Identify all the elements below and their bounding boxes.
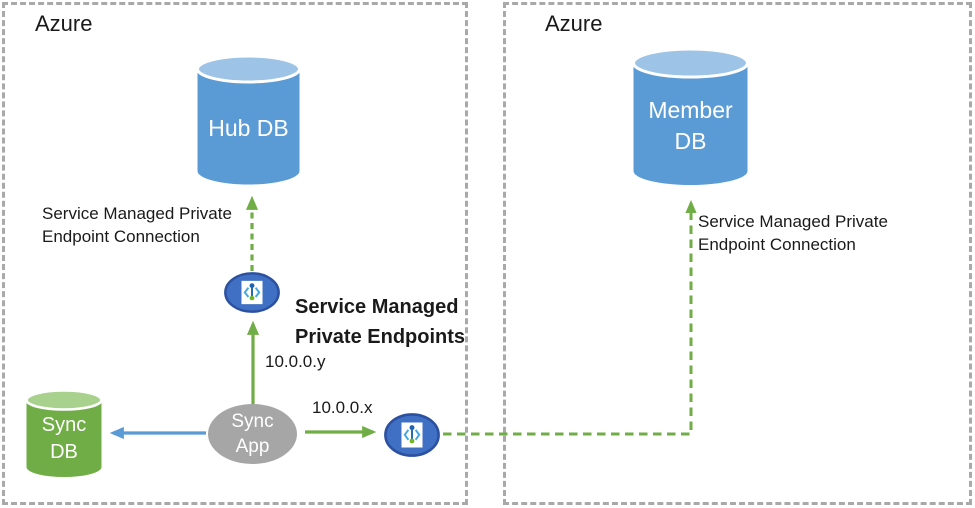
sync-db-cylinder: Sync DB xyxy=(25,389,103,478)
azure-label-right: Azure xyxy=(545,11,603,36)
sync-app-node: Sync App xyxy=(208,404,297,464)
sync-db-label-line2: DB xyxy=(50,440,78,463)
member-db-cylinder: Member DB xyxy=(632,47,749,188)
member-db-label: Member DB xyxy=(632,47,749,188)
sync-app-label-line1: Sync xyxy=(231,411,274,432)
right-connection-label-line1: Service Managed Private xyxy=(698,212,888,231)
database-cylinder-shape xyxy=(632,47,749,185)
member-db-label-line2: DB xyxy=(674,127,707,154)
sync-db-label: Sync DB xyxy=(25,389,103,478)
ip-label-y: 10.0.0.y xyxy=(265,352,326,371)
database-cylinder-shape xyxy=(196,54,301,185)
right-connection-label-line2: Endpoint Connection xyxy=(698,235,856,254)
sync-app-label-line2: App xyxy=(235,436,270,457)
private-endpoint-icon xyxy=(384,413,440,457)
hub-db-label: Hub DB xyxy=(208,115,289,141)
left-connection-label: Service Managed Private Endpoint Connect… xyxy=(42,202,232,248)
sync-db-label-line1: Sync xyxy=(41,413,87,436)
left-connection-label-line2: Endpoint Connection xyxy=(42,227,200,246)
database-cylinder-shape xyxy=(25,389,103,477)
azure-label-left: Azure xyxy=(35,11,93,36)
left-connection-label-line1: Service Managed Private xyxy=(42,204,232,223)
endpoints-title-line1: Service Managed xyxy=(295,296,459,318)
ip-label-x: 10.0.0.x xyxy=(312,398,373,417)
member-db-label-line1: Member xyxy=(648,96,733,123)
service-managed-private-endpoints-title: Service Managed Private Endpoints xyxy=(295,292,465,352)
right-connection-label: Service Managed Private Endpoint Connect… xyxy=(698,210,888,256)
private-endpoint-icon xyxy=(224,272,280,313)
hub-db-cylinder: Hub DB xyxy=(196,54,301,187)
endpoints-title-line2: Private Endpoints xyxy=(295,326,466,348)
